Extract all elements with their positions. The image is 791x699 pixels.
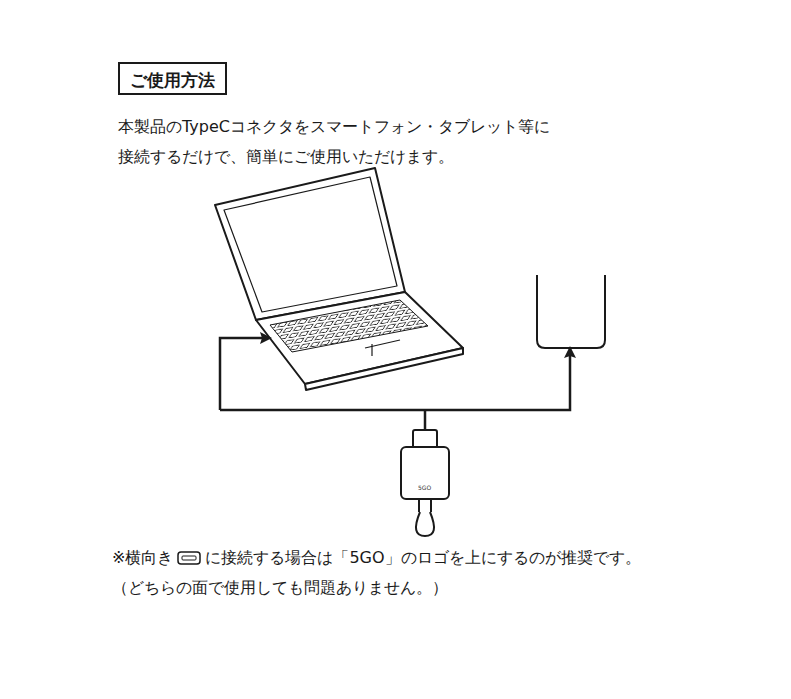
note-line: ※横向き に接続する場合は「5GO」のロゴを上にするのが推奨です。 [112,546,641,570]
logo-text: 5GO [418,484,431,491]
connection-lines [220,338,570,430]
laptop [215,168,463,390]
note-text: に接続する場合は「5GO」のロゴを上にするのが推奨です。 [205,546,640,570]
usb-port-icon [177,551,201,565]
note-text: （どちらの面で使用しても問題ありません。） [112,576,448,600]
instruction-text: 本製品のTypeCコネクタをスマートフォン・タブレット等に 接続するだけで、簡単… [118,112,678,172]
section-title: ご使用方法 [118,62,227,95]
smartphone [537,275,605,348]
arrowheads [260,332,576,358]
note-text: ※横向き [112,546,173,570]
usb-adapter [401,430,449,536]
